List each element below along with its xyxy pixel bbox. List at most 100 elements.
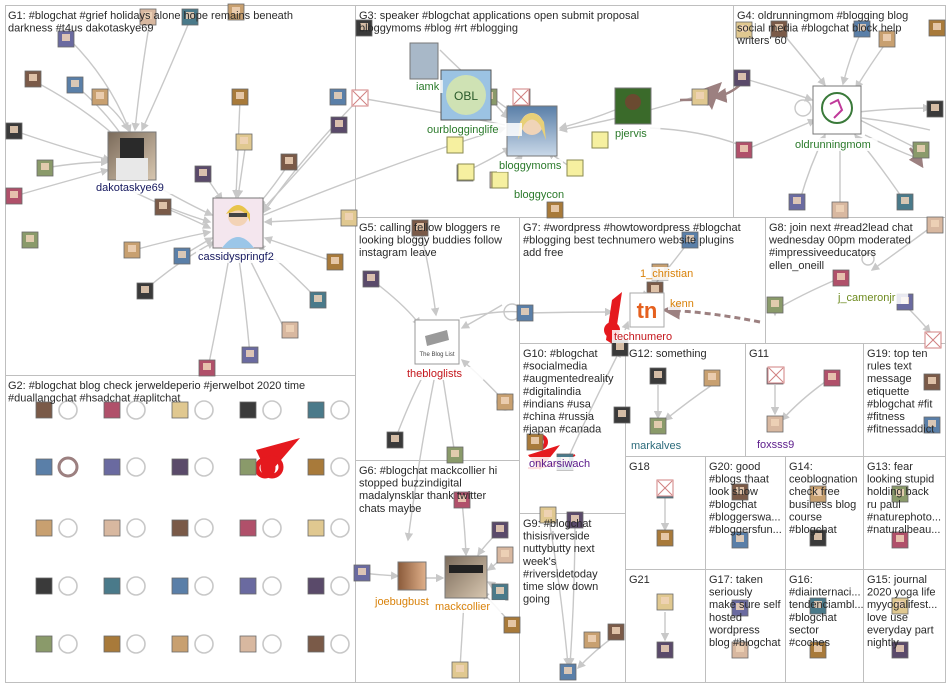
avatar-node[interactable] <box>656 641 674 659</box>
avatar-node[interactable] <box>496 393 514 411</box>
avatar-node[interactable] <box>5 187 23 205</box>
avatar-node[interactable] <box>173 247 191 265</box>
avatar-node[interactable] <box>766 296 784 314</box>
g2-isolated-node[interactable] <box>35 456 79 478</box>
avatar-node[interactable] <box>446 446 464 464</box>
avatar-node[interactable] <box>491 171 509 189</box>
g2-isolated-node[interactable] <box>171 518 214 538</box>
g2-isolated-node[interactable] <box>239 634 282 654</box>
avatar-node[interactable] <box>123 241 141 259</box>
avatar-node[interactable] <box>896 193 914 211</box>
avatar-node[interactable] <box>912 141 930 159</box>
avatar-node[interactable] <box>136 282 154 300</box>
avatar-node[interactable] <box>411 219 429 237</box>
g2-isolated-node[interactable] <box>171 576 214 596</box>
avatar-node[interactable] <box>516 304 534 322</box>
g2-isolated-node[interactable] <box>171 400 214 420</box>
g2-isolated-node[interactable] <box>103 518 146 538</box>
avatar-node[interactable] <box>832 269 850 287</box>
avatar-node[interactable] <box>309 291 327 309</box>
avatar-node[interactable] <box>451 661 469 679</box>
avatar-node[interactable] <box>566 511 584 529</box>
avatar-node[interactable] <box>281 321 299 339</box>
avatar-node[interactable] <box>703 369 721 387</box>
avatar-node[interactable] <box>770 20 788 38</box>
avatar-node[interactable] <box>923 416 941 434</box>
avatar-node[interactable] <box>823 369 841 387</box>
avatar-node[interactable] <box>878 30 896 48</box>
g2-isolated-node[interactable] <box>171 457 214 477</box>
avatar-node[interactable] <box>198 359 216 377</box>
avatar-node[interactable] <box>613 406 631 424</box>
avatar-node[interactable] <box>766 415 784 433</box>
avatar-node[interactable] <box>809 529 827 547</box>
avatar-node[interactable] <box>362 270 380 288</box>
avatar-node[interactable] <box>491 583 509 601</box>
g2-isolated-node[interactable] <box>103 576 146 596</box>
missing-image-node[interactable] <box>656 479 674 497</box>
avatar-node[interactable] <box>735 21 753 39</box>
avatar-node[interactable] <box>546 201 564 219</box>
g2-isolated-node[interactable] <box>103 400 146 420</box>
node-joebugbust[interactable] <box>397 561 427 591</box>
node-mackcollier[interactable] <box>444 555 488 599</box>
avatar-node[interactable] <box>194 165 212 183</box>
missing-image-node[interactable] <box>924 331 942 349</box>
avatar-node[interactable] <box>57 30 75 48</box>
avatar-node[interactable] <box>853 20 871 38</box>
avatar-node[interactable] <box>731 531 749 549</box>
avatar-node[interactable] <box>926 216 944 234</box>
avatar-node[interactable] <box>891 641 909 659</box>
avatar-node[interactable] <box>731 641 749 659</box>
avatar-node[interactable] <box>731 599 749 617</box>
avatar-node[interactable] <box>539 506 557 524</box>
avatar-node[interactable] <box>649 367 667 385</box>
avatar-node[interactable] <box>656 529 674 547</box>
missing-image-node[interactable] <box>351 89 369 107</box>
g2-isolated-node[interactable] <box>307 457 350 477</box>
avatar-node[interactable] <box>526 433 544 451</box>
avatar-node[interactable] <box>491 521 509 539</box>
avatar-node[interactable] <box>923 373 941 391</box>
avatar-node[interactable] <box>809 485 827 503</box>
node-iamk[interactable] <box>409 42 439 80</box>
avatar-node[interactable] <box>691 88 709 106</box>
avatar-node[interactable] <box>227 3 245 21</box>
missing-image-node[interactable] <box>767 366 785 384</box>
g2-isolated-node[interactable] <box>35 634 78 654</box>
avatar-node[interactable] <box>231 88 249 106</box>
g2-isolated-node[interactable] <box>307 634 350 654</box>
avatar-node[interactable] <box>446 136 464 154</box>
g2-isolated-node[interactable] <box>239 455 284 479</box>
avatar-node[interactable] <box>928 19 946 37</box>
node-technumero[interactable]: tn <box>629 292 665 328</box>
avatar-node[interactable] <box>788 193 806 211</box>
g2-isolated-node[interactable] <box>307 400 350 420</box>
avatar-node[interactable] <box>926 100 944 118</box>
avatar-node[interactable] <box>891 485 909 503</box>
avatar-node[interactable] <box>154 198 172 216</box>
avatar-node[interactable] <box>809 597 827 615</box>
node-cassidyspringf2[interactable] <box>212 197 264 249</box>
avatar-node[interactable] <box>656 593 674 611</box>
avatar-node[interactable] <box>340 209 358 227</box>
avatar-node[interactable] <box>735 141 753 159</box>
avatar-node[interactable] <box>649 417 667 435</box>
avatar-node[interactable] <box>330 116 348 134</box>
g2-isolated-node[interactable] <box>35 518 78 538</box>
g2-isolated-node[interactable] <box>103 634 146 654</box>
avatar-node[interactable] <box>326 253 344 271</box>
avatar-node[interactable] <box>566 159 584 177</box>
g2-isolated-node[interactable] <box>239 400 282 420</box>
avatar-node[interactable] <box>21 231 39 249</box>
avatar-node[interactable] <box>831 201 849 219</box>
avatar-node[interactable] <box>241 346 259 364</box>
avatar-node[interactable] <box>36 159 54 177</box>
avatar-node[interactable] <box>5 122 23 140</box>
avatar-node[interactable] <box>139 8 157 26</box>
avatar-node[interactable] <box>91 88 109 106</box>
avatar-node[interactable] <box>731 483 749 501</box>
avatar-node[interactable] <box>681 231 699 249</box>
avatar-node[interactable] <box>355 19 373 37</box>
g2-isolated-node[interactable] <box>35 400 78 420</box>
